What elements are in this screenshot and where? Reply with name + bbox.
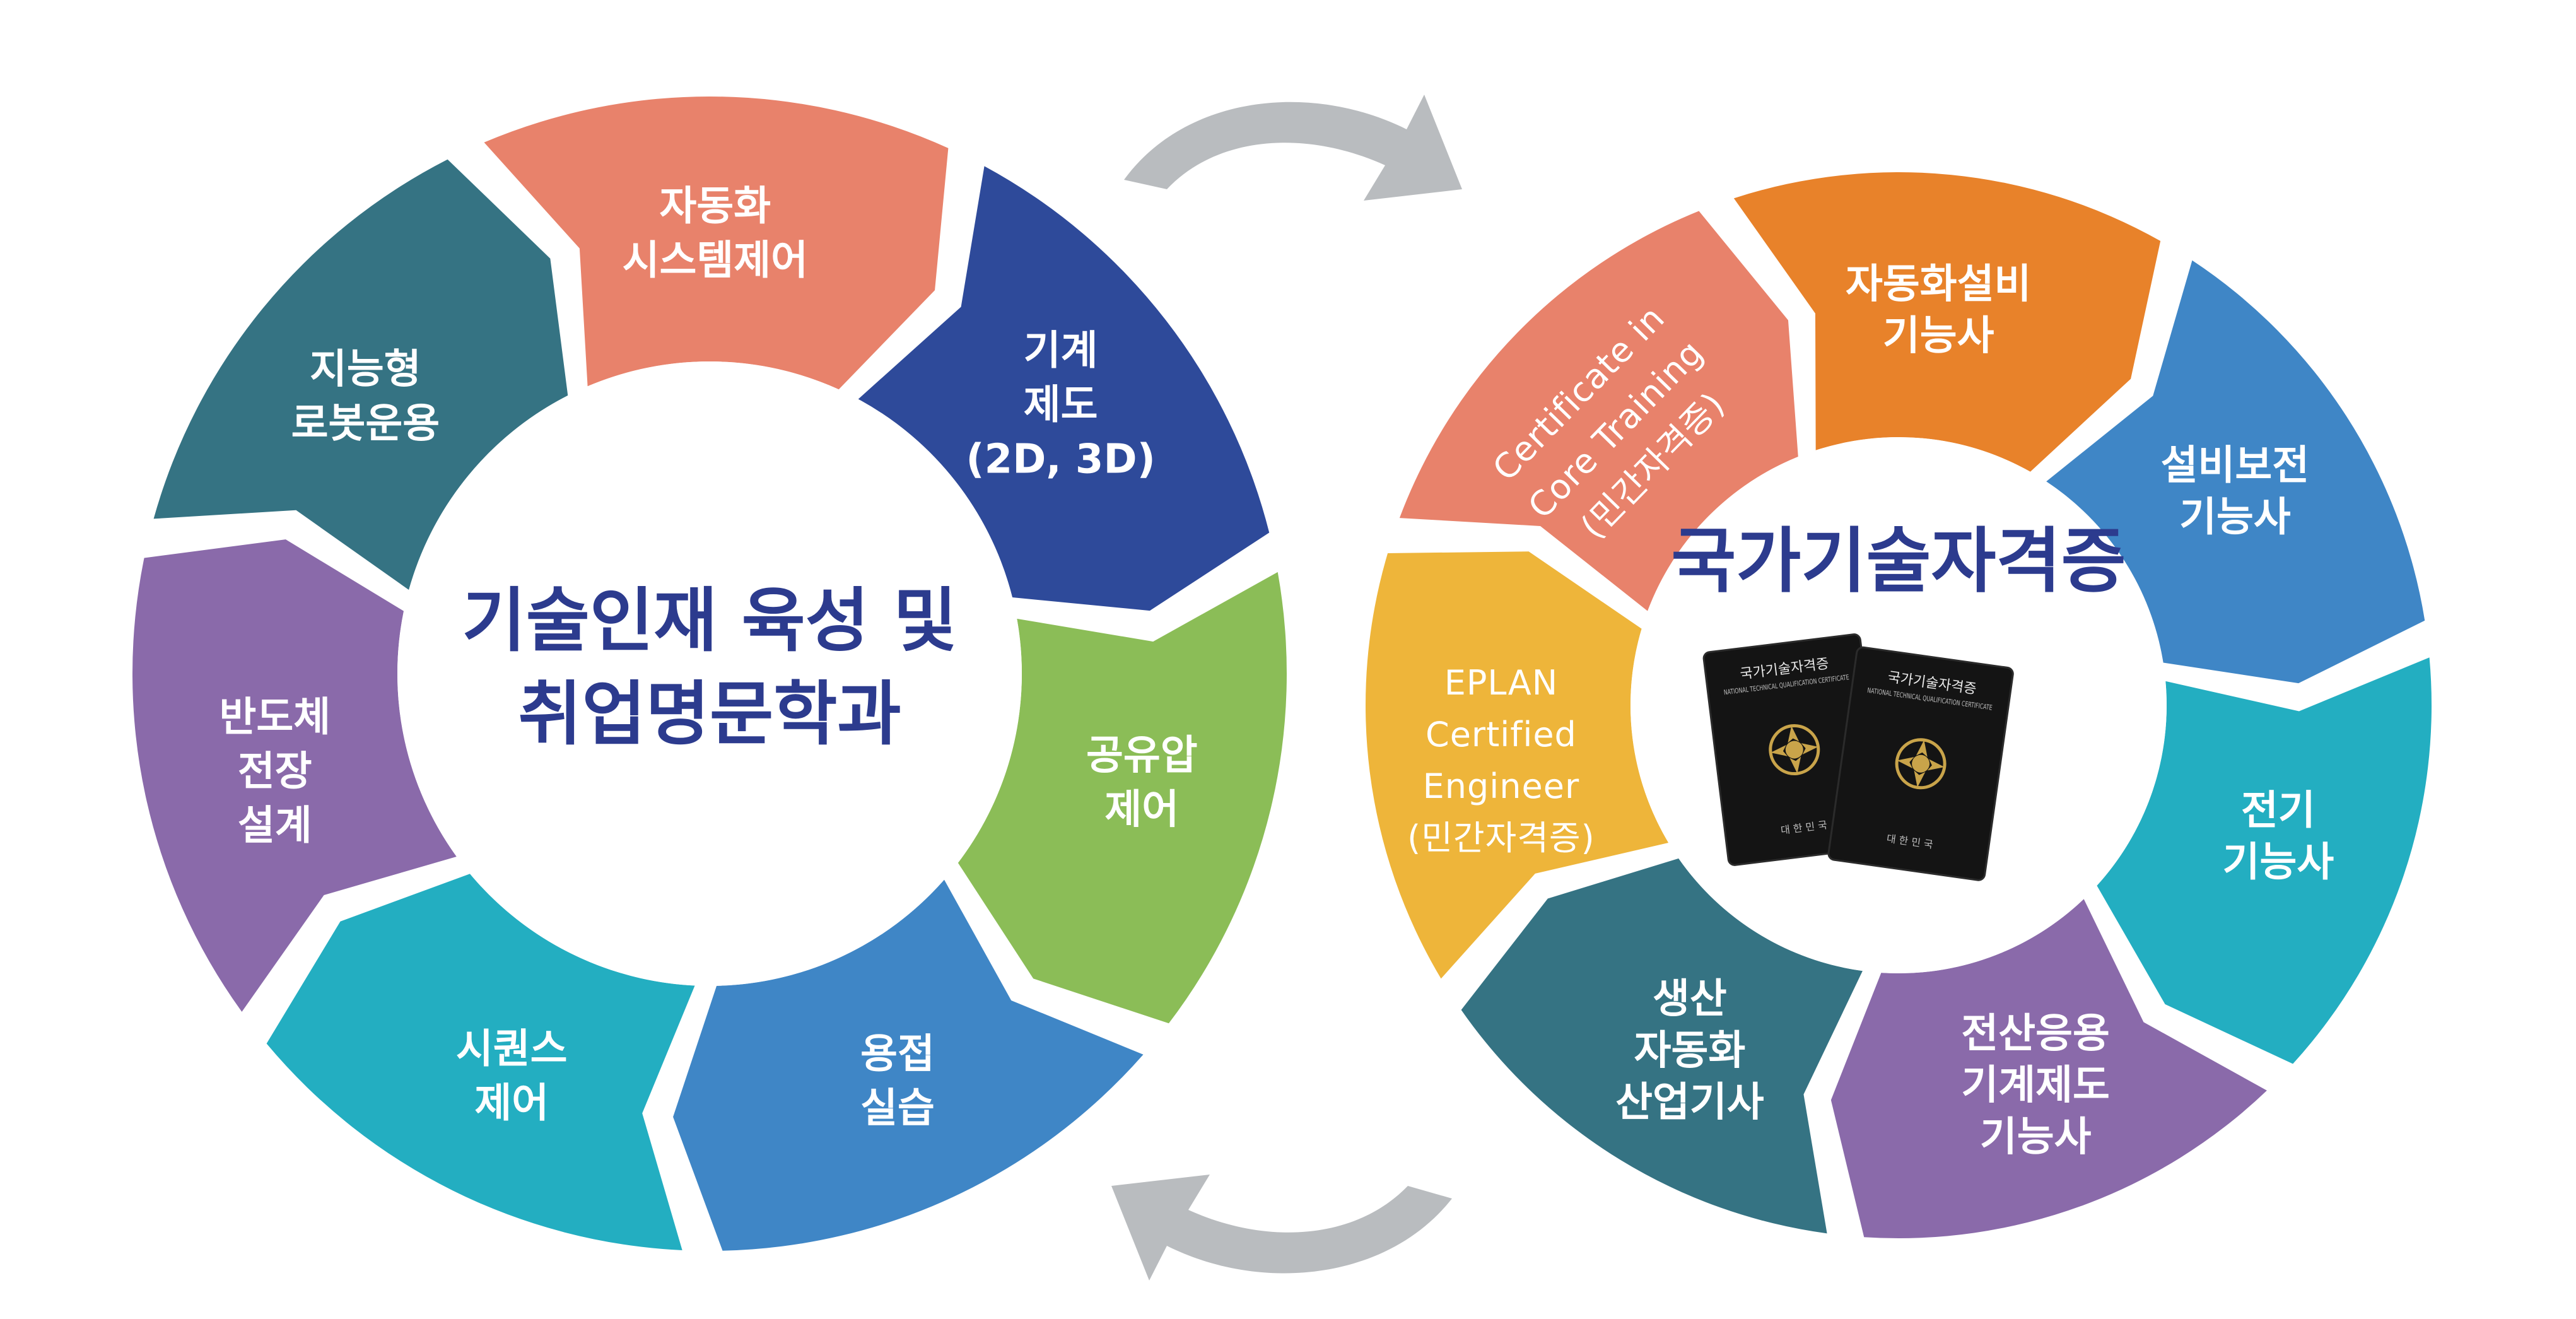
right-segment-label-line: 기능사	[2223, 839, 2334, 886]
top-curved-arrow-icon	[1124, 95, 1462, 201]
left-segment-label-line: 시퀀스	[456, 1026, 568, 1073]
left-segment-label-line: 반도체	[219, 695, 331, 741]
left-segment-label-line: 로봇운용	[291, 401, 440, 447]
right-segment-production-automation-engineer	[1461, 858, 1863, 1234]
emblem-icon	[1769, 724, 1820, 775]
left-segment-semiconductor-equipment-design	[132, 539, 457, 1012]
left-segment-label-line: 시스템제어	[623, 237, 808, 284]
right-cycle-center: 국가기술자격증 국가기술자격증 NATIONAL TECHNICAL QUALI…	[1630, 437, 2167, 973]
left-cycle-center: 기술인재 육성 및 취업명문학과	[397, 361, 1022, 986]
left-segment-label-line: 지능형	[310, 346, 421, 393]
right-segment-label-line: EPLAN	[1444, 663, 1558, 703]
left-segment-label-line: 실습	[860, 1085, 935, 1132]
emblem-icon	[1895, 738, 1947, 790]
left-segment-label-line: 제어	[1104, 787, 1179, 833]
left-center-title-line-2: 취업명문학과	[518, 674, 901, 754]
right-segment-label-line: 전산응용	[1961, 1011, 2110, 1057]
left-segment-label-line: 제도	[1024, 382, 1098, 429]
left-segment-label-line: (2D, 3D)	[966, 437, 1155, 483]
right-center-title: 국가기술자격증	[1671, 520, 2126, 602]
left-segment-label-line: 기계	[1024, 328, 1098, 375]
right-segment-label-line: 기능사	[1980, 1114, 2092, 1161]
left-segment-label-line: 설계	[238, 803, 312, 850]
left-segment-label-line: 공유압	[1086, 732, 1198, 779]
left-segment-intelligent-robot-operation	[153, 159, 568, 590]
left-segment-pneumatic-hydraulic-control	[957, 572, 1287, 1024]
right-segment-label-line: 기능사	[1883, 313, 1994, 360]
right-segment-automation-equipment-technician	[1733, 172, 2161, 472]
bottom-curved-arrow-icon	[1111, 1175, 1452, 1281]
right-segment-label-line: (민간자격증)	[1407, 818, 1595, 858]
right-segment-label-line: 기계제도	[1961, 1062, 2110, 1109]
left-segment-label-line: 제어	[474, 1081, 549, 1127]
right-segment-cad-mechanical-drafting-technician	[1830, 899, 2267, 1239]
right-segment-label-line: 설비보전	[2161, 443, 2310, 489]
right-segment-label-line: 산업기사	[1615, 1079, 1764, 1126]
right-segment-eplan-certified-engineer	[1366, 551, 1669, 979]
left-segment-sequence-control	[266, 874, 695, 1250]
left-segment-automation-system-control	[484, 97, 949, 390]
left-center-title-line-1: 기술인재 육성 및	[462, 580, 957, 661]
left-segment-label-line: 자동화	[659, 183, 771, 230]
right-segment-electrical-technician	[2097, 657, 2432, 1064]
left-segment-welding-practice	[673, 879, 1144, 1251]
right-segment-label-line: 기능사	[2179, 495, 2291, 541]
left-segment-mechanical-drawing	[858, 166, 1270, 611]
right-segment-label-line: 자동화설비	[1846, 261, 2031, 308]
left-segment-label-line: 전장	[238, 749, 312, 795]
right-segment-certificate-core-training	[1399, 211, 1798, 611]
right-segment-label-line: 자동화	[1634, 1028, 1746, 1074]
right-segment-equipment-maintenance-technician	[2046, 260, 2425, 684]
right-segment-label-line: 생산	[1653, 976, 1727, 1023]
right-segment-label-line: Engineer	[1423, 766, 1580, 806]
certificate-booklets-image: 국가기술자격증 NATIONAL TECHNICAL QUALIFICATION…	[1702, 633, 2014, 881]
right-segment-label-line: Certified	[1426, 715, 1577, 754]
right-segment-label-line: 전기	[2241, 787, 2315, 834]
left-segment-label-line: 용접	[860, 1031, 935, 1077]
